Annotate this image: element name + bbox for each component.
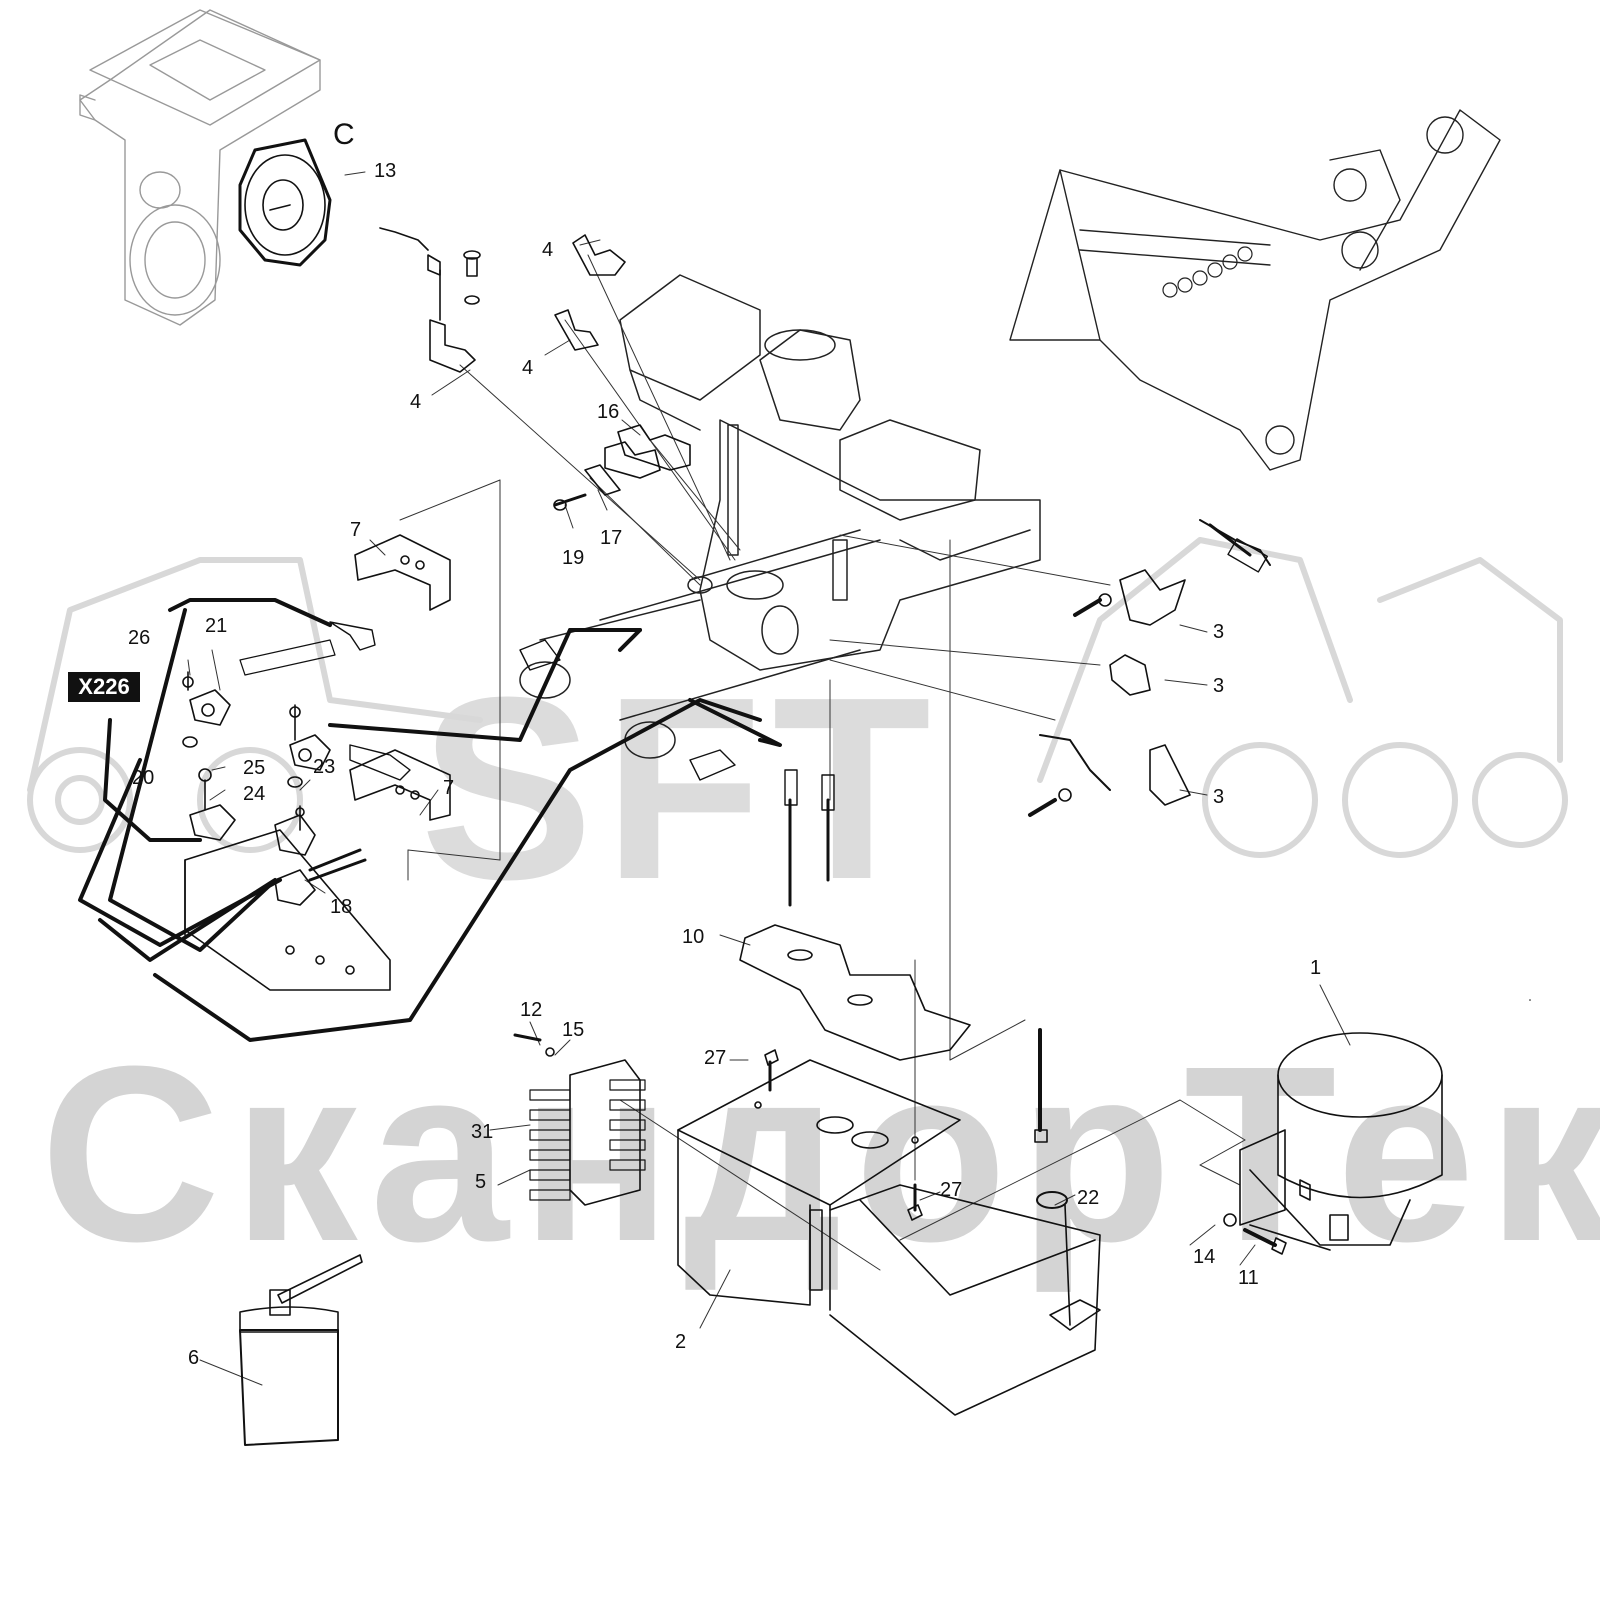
callout-23: 23 (313, 756, 336, 778)
detail-letter: C (333, 118, 355, 151)
hose-fittings-small (329, 538, 1269, 811)
hose-fittings (1162, 246, 1253, 298)
callout-1: 1 (1310, 957, 1322, 979)
callout-6: 6 (188, 1347, 200, 1369)
callout-13: 13 (374, 160, 397, 182)
callout-5: 5 (475, 1171, 487, 1193)
callout-15: 15 (562, 1019, 585, 1041)
watermark-brand: СкандорТек (40, 1014, 1600, 1293)
fasteners (764, 999, 1531, 1326)
callout-7: 7 (443, 777, 455, 799)
callout-3: 3 (1213, 621, 1225, 643)
callout-26: 26 (128, 627, 151, 649)
callout-4: 4 (522, 357, 534, 379)
callout-27: 27 (704, 1047, 727, 1069)
watermark-logo: SFT (420, 644, 942, 934)
clamps-16-17 (553, 424, 691, 511)
callout-22: 22 (1077, 1187, 1100, 1209)
callout-4: 4 (542, 239, 554, 261)
tractor-watermark (27, 537, 1568, 858)
gearbox-housing (79, 9, 321, 326)
grease-hoses (78, 523, 1252, 1042)
brackets-7 (349, 534, 451, 821)
pipe-clips (182, 639, 391, 991)
central-chassis (519, 274, 1041, 759)
callout-24: 24 (243, 783, 266, 805)
grease-gun-6 (239, 1254, 363, 1446)
connector-tag-x226: X226 (68, 672, 140, 702)
callout-20: 20 (132, 767, 155, 789)
callout-4: 4 (410, 391, 422, 413)
callout-14: 14 (1193, 1246, 1216, 1268)
callout-19: 19 (562, 547, 585, 569)
callout-3: 3 (1213, 786, 1225, 808)
boom-arm (1009, 109, 1501, 471)
grease-pump-tank-1 (1239, 1032, 1443, 1251)
callout-2: 2 (675, 1331, 687, 1353)
callout-31: 31 (471, 1121, 494, 1143)
callout-16: 16 (597, 401, 620, 423)
callout-11: 11 (1238, 1267, 1259, 1289)
sensor-brackets-3 (1028, 519, 1271, 817)
brackets-4 (379, 227, 626, 373)
callout-27: 27 (940, 1179, 963, 1201)
cover-box-2 (677, 1059, 1101, 1416)
callout-12: 12 (520, 999, 543, 1021)
grease-distributor (513, 1033, 646, 1206)
callout-18: 18 (330, 896, 353, 918)
callout-10: 10 (682, 926, 705, 948)
callout-25-visible: 25 (243, 757, 266, 779)
callout-3: 3 (1213, 675, 1225, 697)
mounting-plate-10 (739, 924, 971, 1061)
rotary-flange-detail-c (238, 138, 332, 267)
leader-lines (187, 171, 1351, 1386)
callout-7: 7 (350, 519, 362, 541)
callout-17: 17 (600, 527, 623, 549)
callout-21: 21 (205, 615, 228, 637)
